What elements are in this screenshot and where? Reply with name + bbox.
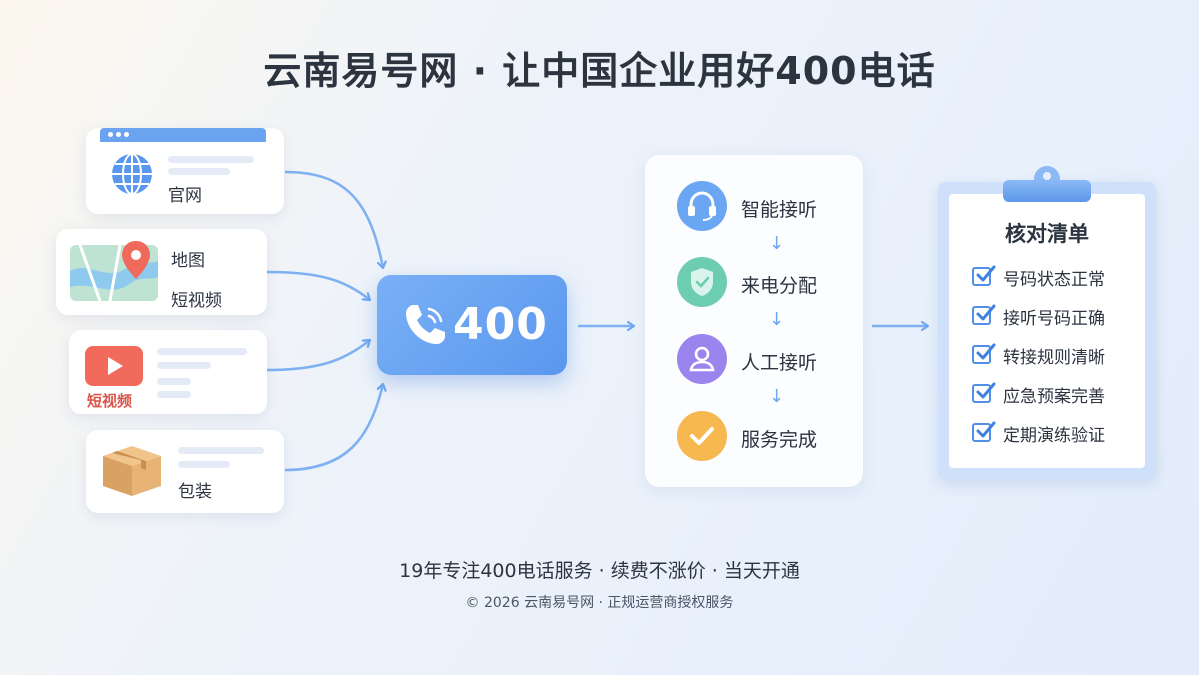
- step-label-4: 服务完成: [741, 429, 818, 451]
- footer-copyright: © 2026 云南易号网 · 正规运营商授权服务: [465, 595, 734, 611]
- checklist-item-label: 定期演练验证: [1003, 426, 1105, 446]
- video-caption: 短视频: [87, 392, 133, 410]
- headset-icon: [677, 181, 727, 231]
- check-circle-icon: [677, 411, 727, 461]
- arrow-down-icon: ↓: [769, 309, 785, 330]
- checklist-item-label: 号码状态正常: [1003, 270, 1105, 290]
- source-card-video: 短视频: [69, 330, 267, 414]
- box-icon: [103, 446, 161, 496]
- clipboard-clip-hole: [1043, 172, 1051, 180]
- flow-card: 智能接听 ↓ 来电分配 ↓ 人工接听 ↓ 服务完成: [645, 155, 863, 487]
- footer-tagline: 19年专注400电话服务 · 续费不涨价 · 当天开通: [399, 560, 800, 582]
- arrow-down-icon: ↓: [769, 386, 785, 407]
- checkbox-icon: [972, 421, 996, 442]
- placeholder-line: [157, 348, 247, 355]
- browser-bar: [100, 128, 266, 142]
- placeholder-line: [178, 447, 264, 454]
- checklist-item-label: 应急预案完善: [1003, 387, 1105, 407]
- person-icon: [677, 334, 727, 384]
- map-pin-icon: [70, 241, 158, 302]
- placeholder-line: [168, 168, 230, 175]
- source-label-map: 地图: [171, 251, 205, 271]
- source-label-website: 官网: [168, 186, 202, 206]
- checkbox-icon: [972, 343, 996, 364]
- globe-icon: [112, 153, 152, 195]
- page-title: 云南易号网 · 让中国企业用好400电话: [263, 49, 936, 93]
- shield-icon: [677, 257, 727, 307]
- checklist-item-label: 接听号码正确: [1003, 309, 1105, 329]
- step-label-3: 人工接听: [741, 352, 818, 374]
- video-play-icon: [85, 346, 143, 386]
- checklist-item-label: 转接规则清晰: [1003, 348, 1105, 368]
- placeholder-line: [157, 378, 191, 385]
- checklist-title: 核对清单: [1005, 222, 1089, 246]
- source-card-website: 官网: [86, 128, 284, 214]
- step-label-1: 智能接听: [741, 199, 818, 221]
- clipboard-paper: [949, 194, 1145, 468]
- source-card-map: 地图 短视频: [56, 229, 267, 315]
- phone-icon: [406, 305, 445, 344]
- checkbox-icon: [972, 304, 996, 325]
- source-label-package: 包装: [178, 482, 212, 502]
- placeholder-line: [157, 362, 211, 369]
- clipboard-clip-bar: [1003, 180, 1091, 202]
- arrow-down-icon: ↓: [769, 233, 785, 254]
- checkbox-icon: [972, 265, 996, 286]
- source-card-package: 包装: [86, 430, 284, 513]
- placeholder-line: [157, 391, 191, 398]
- placeholder-line: [178, 461, 230, 468]
- placeholder-line: [168, 156, 254, 163]
- hub-number: 400: [453, 299, 548, 350]
- checkbox-icon: [972, 382, 996, 403]
- hub-400: 400: [377, 275, 567, 375]
- step-label-2: 来电分配: [741, 275, 818, 297]
- source-label-shortvideo: 短视频: [171, 291, 222, 311]
